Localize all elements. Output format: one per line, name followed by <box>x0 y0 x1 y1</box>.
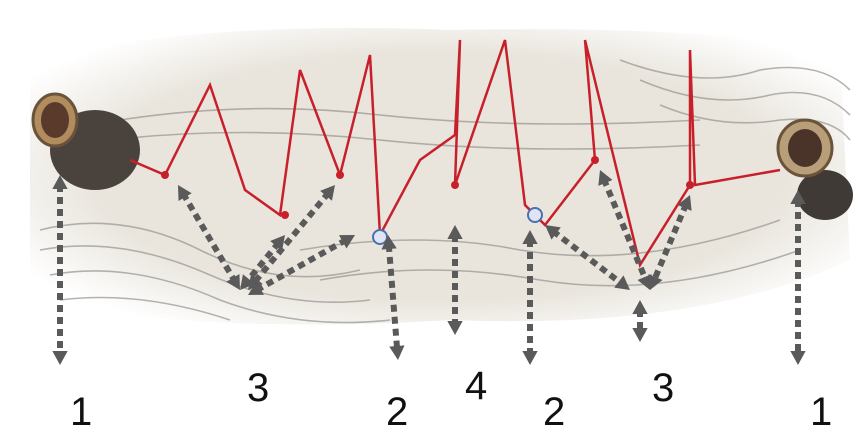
arrow-head <box>614 275 630 290</box>
arrow-shaft <box>601 178 649 282</box>
arrow-head <box>52 175 68 190</box>
label-1-left: 1 <box>70 390 93 434</box>
label-2-right: 2 <box>543 390 566 434</box>
arrow-head <box>632 300 648 315</box>
paper-surface <box>30 28 850 325</box>
arrow-head <box>598 170 613 186</box>
arrow-head <box>632 327 648 342</box>
label-1-right: 1 <box>810 390 833 434</box>
arrow-head <box>637 274 652 290</box>
arrow-shaft <box>651 203 689 282</box>
arrow-head <box>522 350 538 365</box>
arrow-head <box>677 195 692 211</box>
arrow-head <box>320 185 335 201</box>
arrow-head <box>447 225 463 240</box>
arrow-head <box>240 274 255 290</box>
arrow-head <box>248 281 264 295</box>
arrow-head <box>270 235 285 251</box>
arrow-shaft <box>551 228 624 287</box>
label-3-left: 3 <box>247 366 270 410</box>
arrow-head <box>52 350 68 365</box>
arrow-head <box>790 350 806 365</box>
knot-markers <box>161 156 694 219</box>
arrow-head <box>790 190 806 205</box>
right-pipe <box>776 118 853 220</box>
label-2-left: 2 <box>386 390 409 434</box>
label-3-right: 3 <box>652 366 675 410</box>
arrow-shaft <box>385 244 401 351</box>
arrow-head <box>545 225 561 240</box>
arrow-head <box>447 320 463 335</box>
arrow-head <box>178 185 192 201</box>
arrow-shaft <box>252 190 331 285</box>
label-4-center: 4 <box>465 364 488 408</box>
pin-marker <box>372 229 388 245</box>
arrow-head <box>389 345 405 360</box>
dotted-arrows <box>52 170 806 365</box>
arrow-head <box>648 274 663 290</box>
arrow-head <box>248 274 263 290</box>
left-pipe <box>31 92 140 190</box>
red-string <box>129 39 781 269</box>
arrow-shaft <box>255 237 348 293</box>
arrow-head <box>522 230 538 245</box>
arrow-head <box>226 274 240 290</box>
arrow-head <box>339 235 355 249</box>
arrow-head <box>381 235 397 250</box>
arrow-shaft <box>244 240 281 285</box>
pin-marker <box>527 207 543 223</box>
arrow-shaft <box>180 192 238 283</box>
